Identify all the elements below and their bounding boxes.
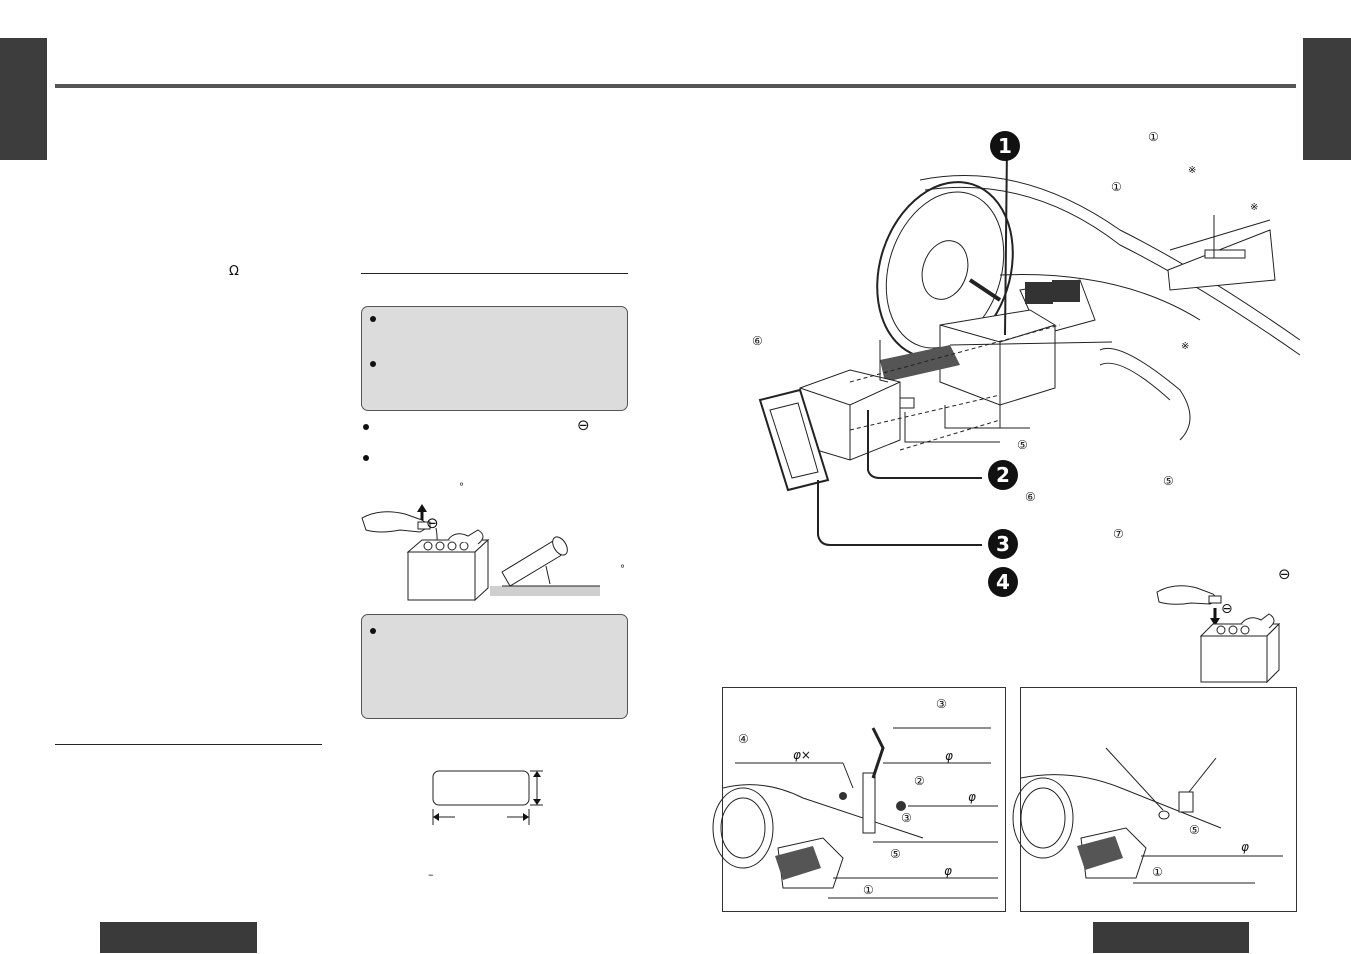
callout-5a: ⑤ xyxy=(1017,438,1028,452)
step-1-marker: 1 xyxy=(990,131,1020,161)
inset-figure-right: ⑤ φ ① xyxy=(1012,687,1297,912)
battery-negative-symbol: ⊖ xyxy=(426,514,439,532)
callout-5b: ⑤ xyxy=(1163,474,1174,488)
note-mark: ※ xyxy=(1188,165,1197,176)
left-section-tab xyxy=(0,38,47,160)
callout-1: ① xyxy=(1152,865,1163,879)
bullet xyxy=(363,424,369,430)
callout-6a: ⑥ xyxy=(752,334,763,348)
phi-label: φ xyxy=(944,864,952,878)
callout-5: ⑤ xyxy=(1189,823,1200,837)
battery-disconnect-illustration xyxy=(361,504,600,602)
callout-2: ② xyxy=(914,774,925,788)
right-section-tab xyxy=(1303,38,1351,160)
caution-box-top xyxy=(361,306,628,411)
installation-illustration xyxy=(758,144,1301,546)
inset-right-illustration xyxy=(1012,747,1283,884)
callout-3b: ③ xyxy=(901,811,912,825)
callout-4: ④ xyxy=(738,732,749,746)
callout-5: ⑤ xyxy=(890,847,901,861)
caution-box-bottom xyxy=(361,614,628,719)
phi-times-label: φ× xyxy=(793,748,811,762)
bullet xyxy=(363,455,369,461)
callout-6b: ⑥ xyxy=(1025,490,1036,504)
inset-figure-left: ③ ④ φ× φ ② φ ③ ⑤ φ ① xyxy=(712,687,1006,912)
battery-negative-symbol: ⊖ xyxy=(1221,601,1233,617)
battery-reconnect-illustration xyxy=(1156,585,1281,684)
step-2-marker: 2 xyxy=(988,460,1018,490)
note-mark: ※ xyxy=(1250,202,1259,213)
inset-left-illustration xyxy=(712,727,998,899)
callout-7: ⑦ xyxy=(1113,527,1124,541)
phi-label: φ xyxy=(1241,840,1249,854)
left-section-divider xyxy=(55,744,322,745)
footer-page-bar-right xyxy=(1093,922,1249,953)
phi-label: φ xyxy=(945,749,953,763)
dimension-mark: – xyxy=(428,868,434,881)
dimension-diagram xyxy=(432,770,543,825)
callout-1: ① xyxy=(863,883,874,897)
note-mark: ※ xyxy=(1181,341,1190,352)
middle-section-divider xyxy=(361,273,628,274)
negative-terminal-symbol: ⊖ xyxy=(1278,565,1291,583)
footer-page-bar-left xyxy=(100,922,257,953)
negative-terminal-symbol: ⊖ xyxy=(577,416,590,434)
bullet xyxy=(370,361,376,367)
degree-mark: ° xyxy=(459,482,464,493)
step-4-marker: 4 xyxy=(988,567,1018,597)
angle-degree-mark: ° xyxy=(620,564,625,575)
callout-1b: ① xyxy=(1111,180,1122,194)
phi-label: φ xyxy=(968,790,976,804)
ohm-symbol: Ω xyxy=(229,264,239,279)
callout-1a: ① xyxy=(1148,130,1159,144)
bullet xyxy=(370,628,376,634)
callout-3a: ③ xyxy=(936,697,947,711)
bullet xyxy=(370,316,376,322)
step-3-marker: 3 xyxy=(988,529,1018,559)
header-rule xyxy=(55,84,1296,88)
